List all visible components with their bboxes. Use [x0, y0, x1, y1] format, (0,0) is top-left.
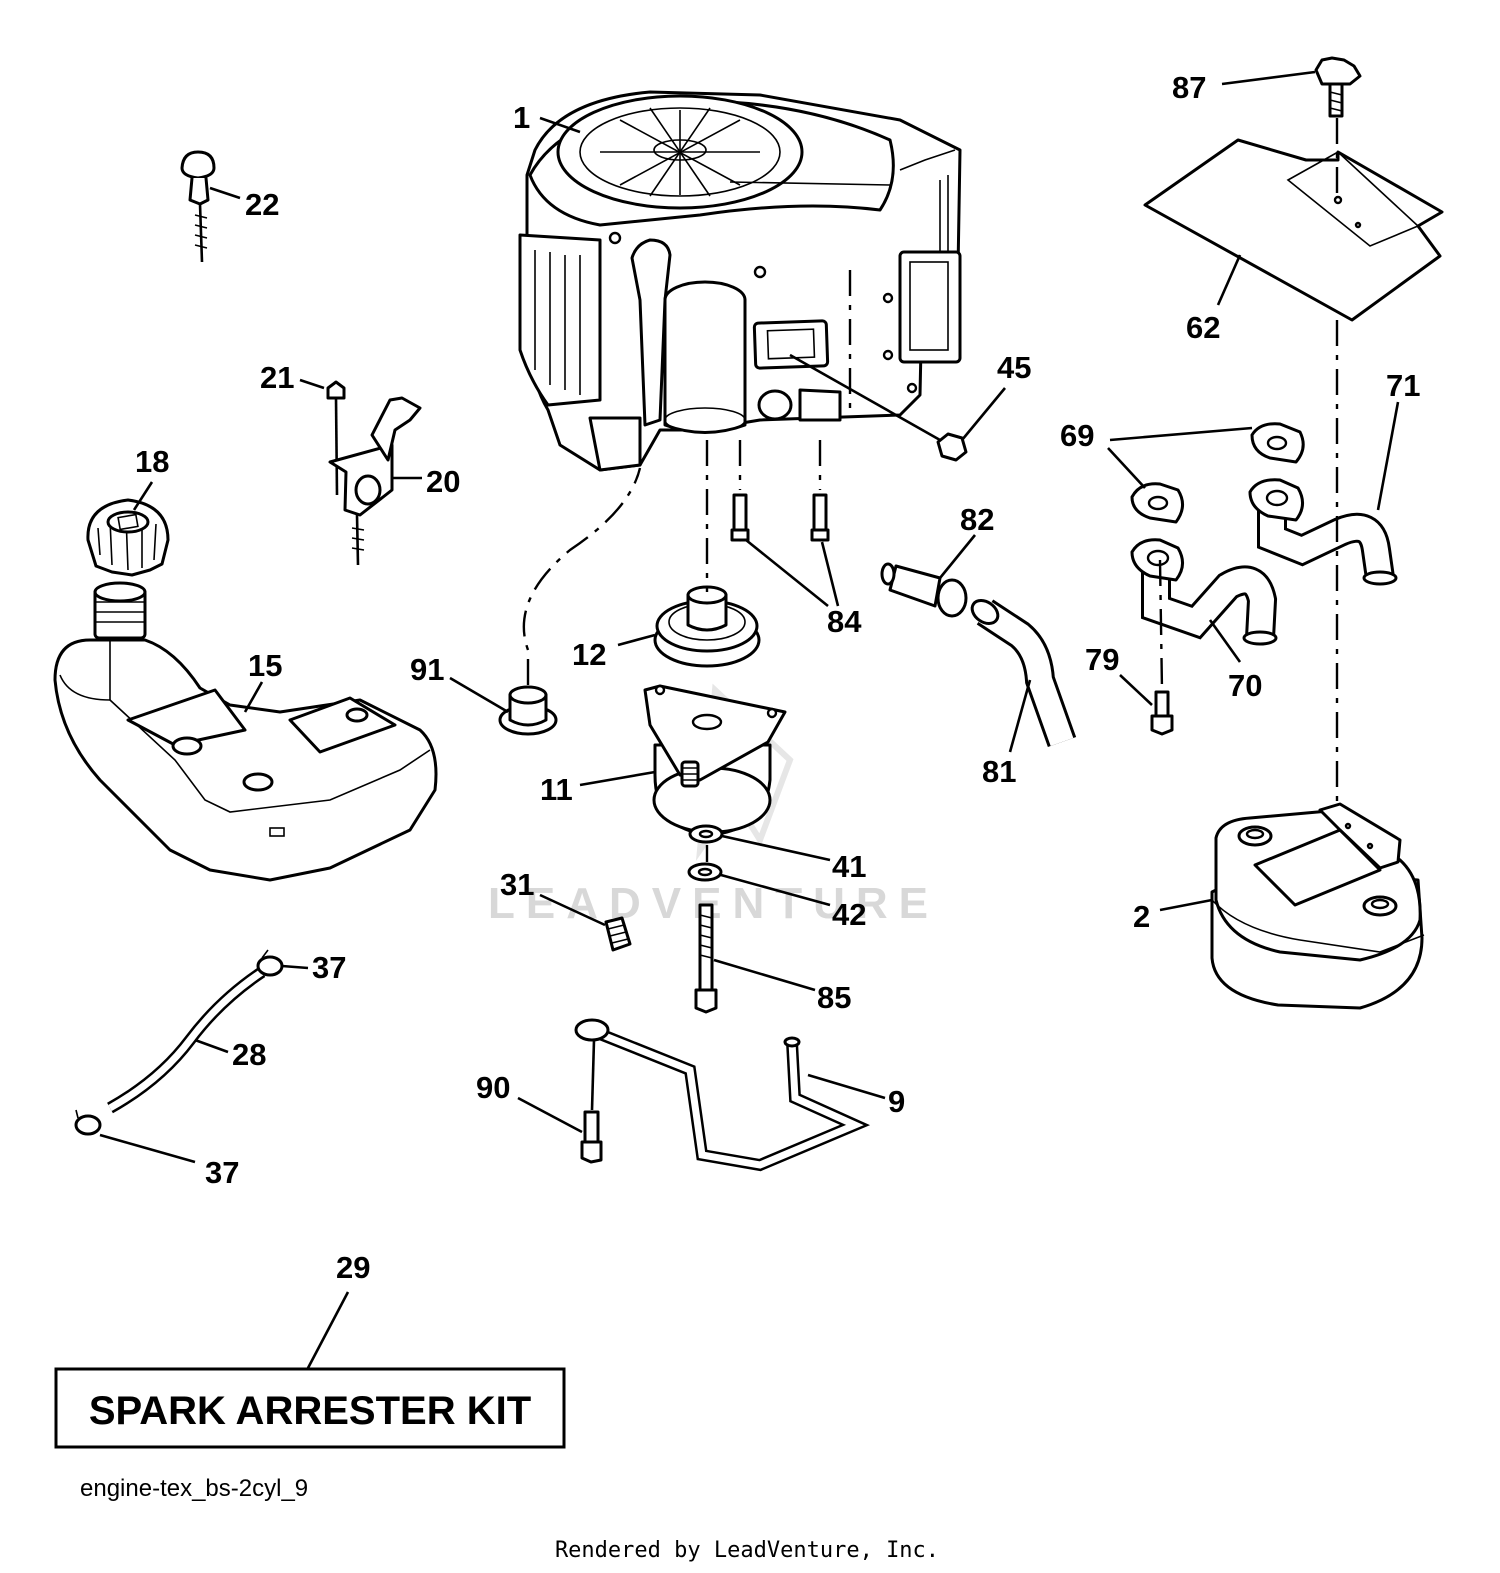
callout-9: 9: [888, 1084, 905, 1119]
callout-18: 18: [135, 444, 169, 479]
callout-22: 22: [245, 187, 279, 222]
spark-arrester-kit-box[interactable]: SPARK ARRESTER KIT: [54, 1367, 566, 1449]
bolt-part-90[interactable]: [580, 1039, 603, 1164]
callout-87: 87: [1172, 70, 1206, 105]
bolt-part-21[interactable]: [326, 380, 346, 496]
callout-42: 42: [832, 897, 866, 932]
fuel-line-part-28[interactable]: [107, 967, 266, 1114]
screw-part-79[interactable]: [1150, 559, 1174, 736]
footer-credit: Rendered by LeadVenture, Inc.: [555, 1538, 939, 1563]
callout-1: 1: [513, 100, 530, 135]
callout-20: 20: [426, 464, 460, 499]
fuel-tank-part-15[interactable]: [53, 581, 438, 882]
clamp-part-37-bottom[interactable]: [74, 1109, 102, 1136]
callout-28: 28: [232, 1037, 266, 1072]
engine-part-1[interactable]: [518, 90, 962, 472]
callout-79: 79: [1085, 642, 1119, 677]
fuel-filter-part-82[interactable]: [880, 562, 968, 618]
gasket-part-69[interactable]: [1130, 422, 1305, 524]
callout-12: 12: [572, 637, 606, 672]
callout-45: 45: [997, 350, 1031, 385]
callout-37-top: 37: [312, 950, 346, 985]
nut-part-45[interactable]: [936, 432, 968, 462]
callout-70: 70: [1228, 668, 1262, 703]
callout-21: 21: [260, 360, 294, 395]
callout-11: 11: [540, 772, 573, 807]
clutch-part-11[interactable]: [643, 684, 787, 837]
fuel-cap-part-18[interactable]: [86, 498, 170, 577]
callout-2: 2: [1133, 899, 1150, 934]
rod-part-9[interactable]: [574, 1018, 871, 1172]
callout-81: 81: [982, 754, 1016, 789]
washer-part-42[interactable]: [687, 862, 723, 882]
callout-90: 90: [476, 1070, 510, 1105]
diagram-code: engine-tex_bs-2cyl_9: [80, 1475, 308, 1502]
callout-41: 41: [832, 849, 866, 884]
muffler-part-2[interactable]: [1210, 802, 1425, 1010]
callout-69: 69: [1060, 418, 1094, 453]
clamp-part-37-top[interactable]: [256, 949, 284, 977]
callout-29: 29: [336, 1250, 370, 1285]
callout-62: 62: [1186, 310, 1220, 345]
part-31[interactable]: [604, 916, 632, 952]
spark-arrester-kit-label: SPARK ARRESTER KIT: [89, 1389, 531, 1433]
callout-85: 85: [817, 980, 851, 1015]
exhaust-pipe-part-71[interactable]: [1248, 478, 1398, 586]
bushing-part-91[interactable]: [498, 685, 558, 736]
screw-part-87[interactable]: [1314, 56, 1362, 118]
throttle-control-part-20[interactable]: [328, 396, 422, 566]
heat-shield-part-62[interactable]: [1143, 138, 1444, 322]
callout-37-bottom: 37: [205, 1155, 239, 1190]
callout-84: 84: [827, 604, 862, 639]
washer-part-41[interactable]: [688, 824, 724, 844]
knob-part-22[interactable]: [180, 150, 216, 263]
exhaust-pipe-part-70[interactable]: [1130, 538, 1278, 646]
bolt-part-85[interactable]: [694, 903, 718, 1014]
callout-15: 15: [248, 648, 282, 683]
callout-71: 71: [1386, 368, 1420, 403]
pulley-part-12[interactable]: [653, 585, 761, 668]
callout-82: 82: [960, 502, 994, 537]
fuel-hose-part-81[interactable]: [968, 596, 1077, 748]
callout-31: 31: [500, 867, 534, 902]
callout-91: 91: [410, 652, 444, 687]
bolts-part-84[interactable]: [730, 440, 830, 542]
